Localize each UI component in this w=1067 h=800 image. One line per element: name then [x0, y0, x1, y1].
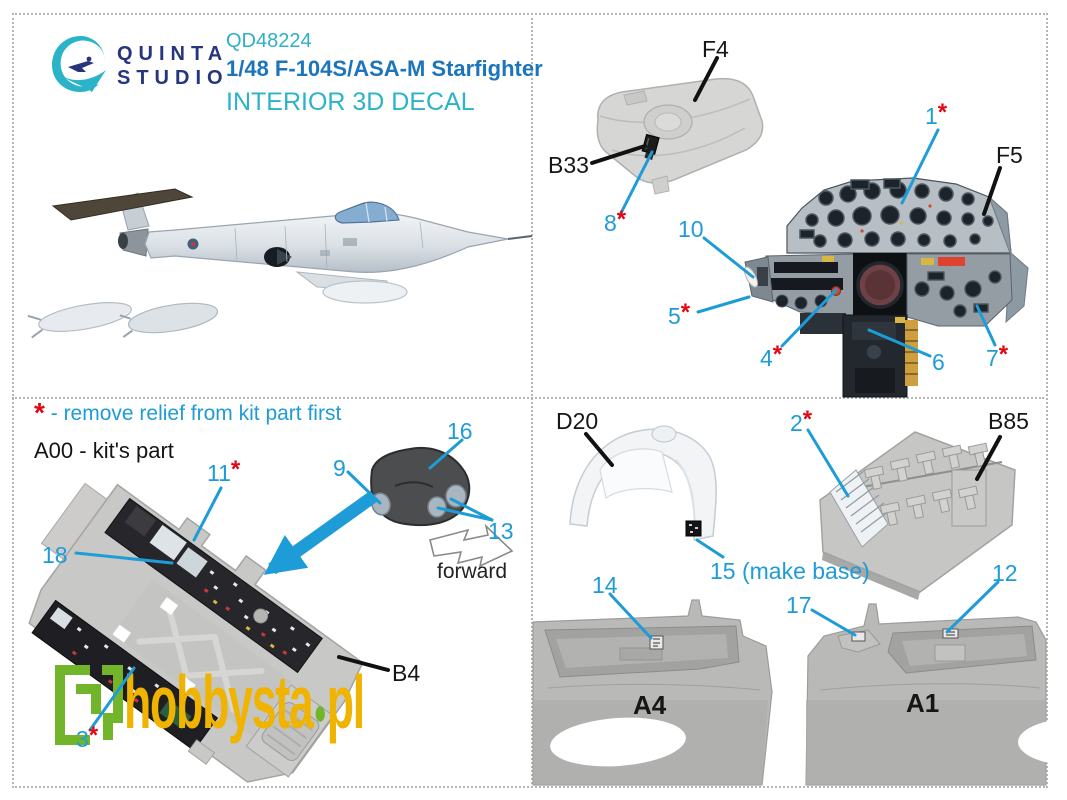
label-b33: B33 [548, 152, 589, 178]
part-cockpit-tub [28, 482, 364, 783]
callout-7: 7* [986, 341, 1009, 372]
callout-4: 4* [760, 341, 783, 372]
product-title: 1/48 F-104S/ASA-M Starfighter [226, 56, 543, 81]
forward-arrow [429, 523, 514, 568]
part-canopy-d20 [569, 425, 717, 541]
callout-9: 9 [333, 455, 346, 481]
quinta-studio-logo-icon [52, 36, 106, 92]
callout-13: 13 [488, 518, 514, 544]
label-a1: A1 [906, 688, 940, 718]
callout-1: 1* [925, 99, 948, 130]
callout-17: 17 [786, 592, 812, 618]
watermark-tld: pl [326, 660, 365, 745]
callout-5: 5* [668, 299, 691, 330]
callout-12: 12 [992, 560, 1018, 586]
callout-14: 14 [592, 572, 618, 598]
callout-3: 3* [76, 722, 99, 753]
product-code: QD48224 [226, 30, 312, 52]
brand-line1: QUINTA [117, 43, 229, 65]
label-d20: D20 [556, 408, 599, 434]
callout-2: 2* [790, 406, 813, 437]
label-f5: F5 [996, 142, 1023, 168]
watermark-name: hobbysta [124, 660, 314, 745]
legend-kit-part-note: A00 - kit's part [34, 438, 174, 463]
callout-16: 16 [447, 418, 473, 444]
label-b85: B85 [988, 408, 1029, 434]
callout-10: 10 [678, 216, 704, 242]
callout-6: 6 [932, 349, 945, 375]
part-headrest [370, 447, 471, 527]
part-f4-bulkhead [596, 77, 764, 195]
label-forward: forward [437, 560, 508, 583]
label-f4: F4 [702, 36, 729, 62]
decal-17-target [851, 631, 866, 642]
callout-18: 18 [42, 542, 68, 568]
part-15-base [685, 520, 702, 537]
product-subtitle: INTERIOR 3D DECAL [226, 88, 475, 116]
part-fuselage-a4 [532, 599, 773, 786]
label-b4: B4 [392, 660, 421, 686]
legend-star-note: * - remove relief from kit part first [34, 397, 342, 428]
watermark-dot [315, 706, 325, 722]
callout-11: 11* [207, 456, 241, 487]
callout-15: 15 (make base) [710, 558, 870, 584]
callout-8: 8* [604, 206, 627, 237]
part-fuselage-a1 [805, 603, 1067, 786]
aircraft-illustration [27, 188, 533, 339]
brand-line2: STUDIO [117, 67, 229, 89]
label-a4: A4 [633, 690, 667, 720]
decal-12-target [942, 628, 959, 639]
brand-name: QUINTA STUDIO [117, 42, 229, 90]
